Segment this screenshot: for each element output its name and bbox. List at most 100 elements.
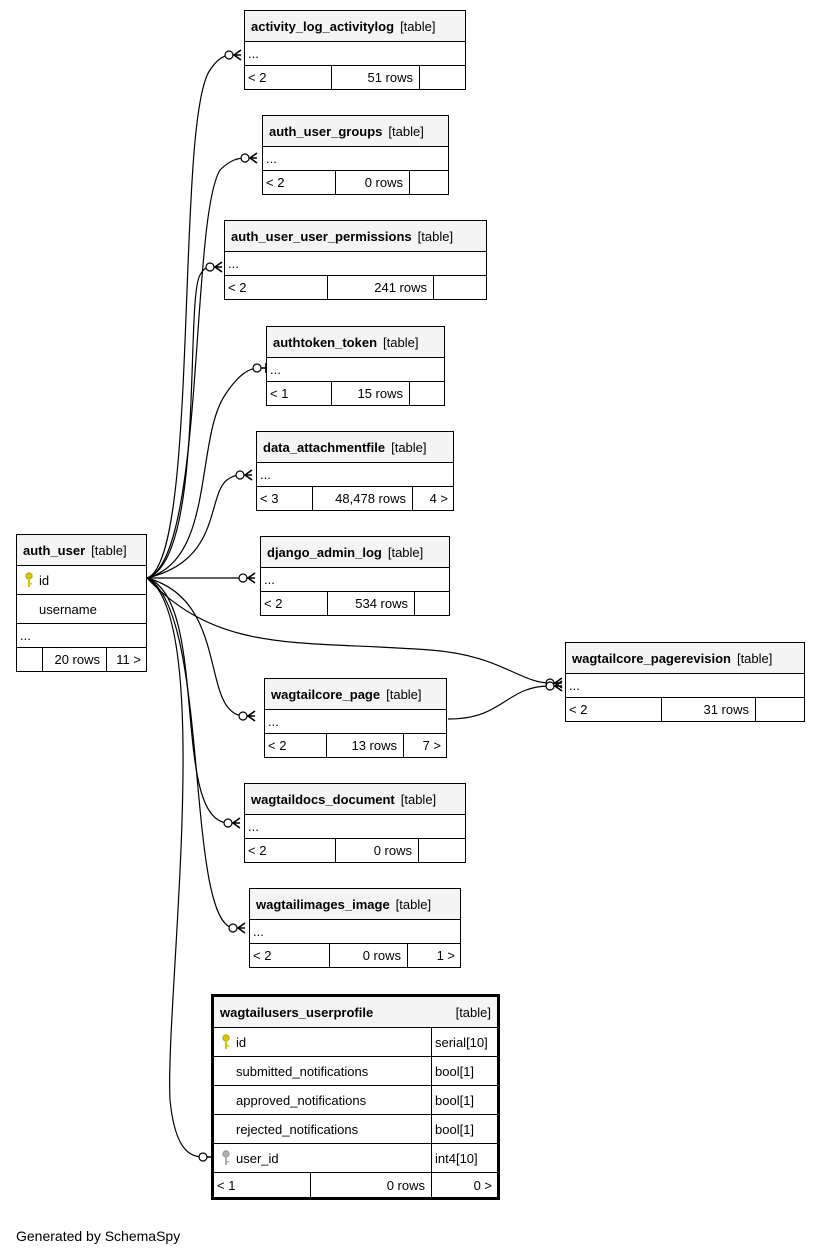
table-stats-row: < 1 0 rows 0 > <box>214 1172 497 1197</box>
table-header[interactable]: wagtailimages_image [table] <box>250 889 460 919</box>
table-name: wagtailusers_userprofile <box>220 1004 374 1020</box>
table-kind: [table] <box>400 791 437 807</box>
table-wagtailusers-userprofile[interactable]: wagtailusers_userprofile [table] id seri… <box>211 994 500 1200</box>
table-header[interactable]: auth_user_user_permissions [table] <box>225 221 486 251</box>
generated-by-footer: Generated by SchemaSpy <box>16 1228 181 1244</box>
table-django-admin-log[interactable]: django_admin_log [table] ... < 2 534 row… <box>260 536 450 616</box>
children-count: 7 > <box>403 734 446 757</box>
table-header[interactable]: auth_user [table] <box>17 535 146 565</box>
relationship-line <box>146 577 229 824</box>
table-name: auth_user_user_permissions <box>231 228 412 244</box>
row-count: 15 rows <box>331 382 409 405</box>
relationship-line <box>146 577 204 1158</box>
column-row[interactable]: approved_notifications bool[1] <box>214 1085 497 1114</box>
relationship-line <box>146 266 211 579</box>
column-type: bool[1] <box>431 1057 497 1085</box>
column-name: username <box>39 601 97 617</box>
column-ellipsis: ... <box>250 919 460 943</box>
relationship-line <box>146 157 246 579</box>
table-activity-log-activitylog[interactable]: activity_log_activitylog [table] ... < 2… <box>244 10 466 90</box>
column-type: bool[1] <box>431 1086 497 1114</box>
table-header[interactable]: activity_log_activitylog [table] <box>245 11 465 41</box>
table-name: auth_user_groups <box>269 123 383 139</box>
table-header[interactable]: auth_user_groups [table] <box>263 116 448 146</box>
table-kind: [table] <box>91 542 127 558</box>
children-count: 4 > <box>412 487 453 510</box>
table-auth-user-user-permissions[interactable]: auth_user_user_permissions [table] ... <… <box>224 220 487 300</box>
column-type: bool[1] <box>431 1115 497 1143</box>
table-header[interactable]: wagtailusers_userprofile [table] <box>214 997 497 1027</box>
table-stats-row: < 2 13 rows 7 > <box>265 733 446 757</box>
table-stats-row: < 3 48,478 rows 4 > <box>257 486 453 510</box>
crowfoot-many-marker <box>246 710 256 722</box>
table-auth-user-groups[interactable]: auth_user_groups [table] ... < 2 0 rows <box>262 115 449 195</box>
children-count: 1 > <box>407 944 460 967</box>
table-header[interactable]: wagtaildocs_document [table] <box>245 784 465 814</box>
row-count: 13 rows <box>326 734 403 757</box>
table-kind: [table] <box>417 228 454 244</box>
parents-count: < 2 <box>569 702 588 717</box>
table-wagtaildocs-document[interactable]: wagtaildocs_document [table] ... < 2 0 r… <box>244 783 466 863</box>
column-row[interactable]: username <box>17 594 146 623</box>
table-header[interactable]: authtoken_token [table] <box>267 327 444 357</box>
column-row[interactable]: user_id int4[10] <box>214 1143 497 1172</box>
children-count <box>418 839 465 862</box>
relationship-line <box>146 577 244 717</box>
column-row[interactable]: id serial[10] <box>214 1027 497 1056</box>
optional-marker <box>238 573 248 583</box>
row-count: 0 rows <box>310 1173 431 1197</box>
column-type: serial[10] <box>431 1028 497 1056</box>
column-ellipsis: ... <box>267 357 444 381</box>
column-row[interactable]: id <box>17 565 146 594</box>
table-stats-row: < 2 51 rows <box>245 65 465 89</box>
column-ellipsis: ... <box>263 146 448 170</box>
row-count: 20 rows <box>42 648 106 671</box>
optional-marker <box>224 50 234 60</box>
table-data-attachmentfile[interactable]: data_attachmentfile [table] ... < 3 48,4… <box>256 431 454 511</box>
table-authtoken-token[interactable]: authtoken_token [table] ... < 1 15 rows <box>266 326 445 406</box>
column-ellipsis: ... <box>257 462 453 486</box>
table-auth-user[interactable]: auth_user [table] id username ... 20 row… <box>16 534 147 672</box>
relationship-line <box>447 685 551 720</box>
table-wagtailimages-image[interactable]: wagtailimages_image [table] ... < 2 0 ro… <box>249 888 461 968</box>
table-header[interactable]: wagtailcore_page [table] <box>265 679 446 709</box>
children-count <box>409 382 444 405</box>
table-header[interactable]: wagtailcore_pagerevision [table] <box>566 643 804 673</box>
column-ellipsis: ... <box>261 567 449 591</box>
column-ellipsis: ... <box>245 814 465 838</box>
crowfoot-many-marker <box>213 261 223 273</box>
table-kind: [table] <box>736 650 773 666</box>
children-count: 0 > <box>431 1173 497 1197</box>
parents-count: < 2 <box>266 175 285 190</box>
column-row[interactable]: submitted_notifications bool[1] <box>214 1056 497 1085</box>
relationship-line <box>146 54 230 579</box>
children-count <box>414 592 449 615</box>
table-wagtailcore-page[interactable]: wagtailcore_page [table] ... < 2 13 rows… <box>264 678 447 758</box>
column-row[interactable]: rejected_notifications bool[1] <box>214 1114 497 1143</box>
optional-marker <box>238 711 248 721</box>
row-count: 534 rows <box>327 592 414 615</box>
parents-count: < 2 <box>228 280 247 295</box>
optional-marker <box>252 363 262 373</box>
column-ellipsis: ... <box>225 251 486 275</box>
parents-count: < 3 <box>260 491 279 506</box>
crowfoot-many-marker <box>231 817 241 829</box>
table-kind: [table] <box>387 544 424 560</box>
table-stats-row: < 2 0 rows <box>245 838 465 862</box>
column-ellipsis: ... <box>245 41 465 65</box>
crowfoot-many-marker <box>236 922 246 934</box>
optional-marker <box>223 818 233 828</box>
row-count: 0 rows <box>335 839 418 862</box>
table-stats-row: < 2 534 rows <box>261 591 449 615</box>
table-header[interactable]: data_attachmentfile [table] <box>257 432 453 462</box>
column-name: approved_notifications <box>236 1092 367 1108</box>
table-name: data_attachmentfile <box>263 439 386 455</box>
row-count: 0 rows <box>329 944 407 967</box>
table-stats-row: < 2 31 rows <box>566 697 804 721</box>
row-count: 31 rows <box>661 698 755 721</box>
table-wagtailcore-pagerevision[interactable]: wagtailcore_pagerevision [table] ... < 2… <box>565 642 805 722</box>
column-ellipsis: ... <box>566 673 804 697</box>
table-kind: [table] <box>388 123 424 139</box>
table-header[interactable]: django_admin_log [table] <box>261 537 449 567</box>
foreign-key-icon <box>214 1149 236 1167</box>
